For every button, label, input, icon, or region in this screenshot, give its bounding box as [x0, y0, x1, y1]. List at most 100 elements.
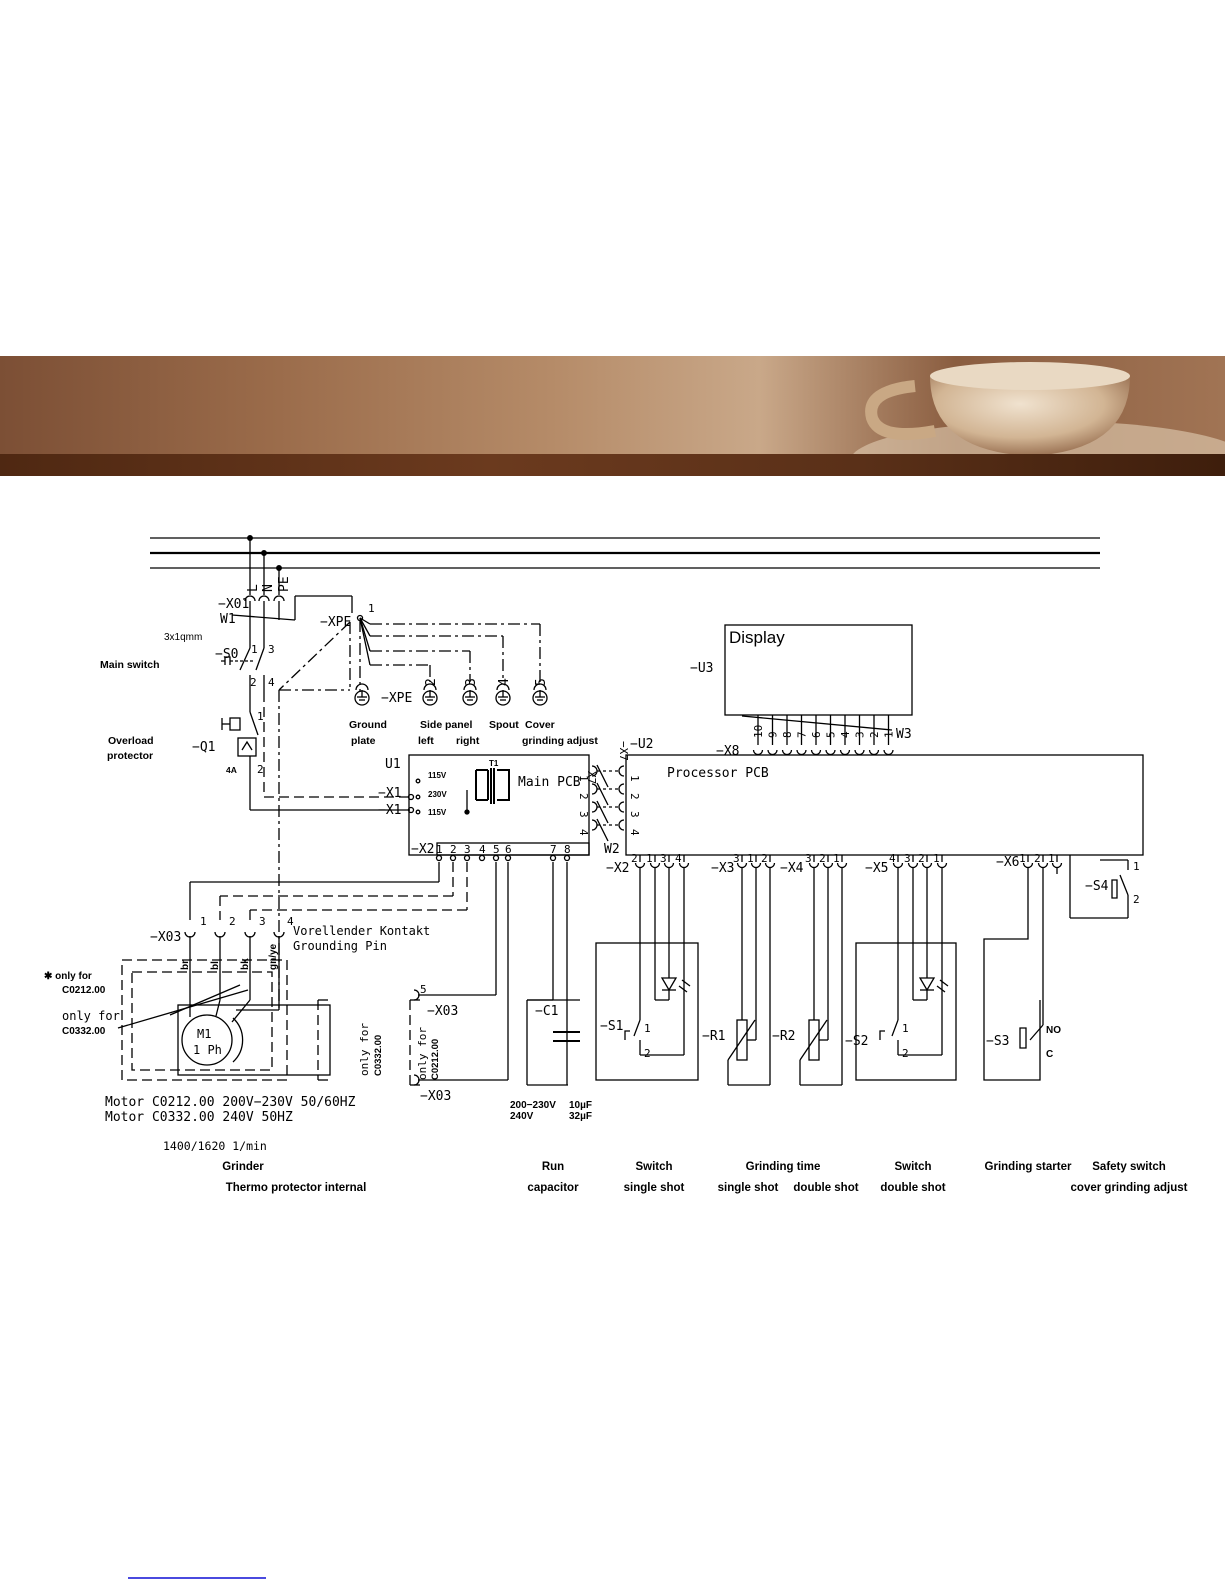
label-overload: Overload: [108, 735, 154, 747]
wire-br: br: [180, 960, 191, 970]
proc-pin-label: 2: [819, 852, 826, 865]
overload-protector-q1: [221, 711, 410, 811]
proc-pin-label: 2: [1034, 852, 1041, 865]
label-pe: PE: [277, 576, 292, 592]
main-pin-label: 6: [505, 843, 512, 856]
caption-grinding-starter: Grinding starter: [985, 1161, 1072, 1173]
label-w2: W2: [604, 842, 620, 857]
wire-bk: bk: [240, 958, 251, 970]
caption-double-shot1: double shot: [793, 1182, 858, 1194]
label-4a: 4A: [226, 765, 237, 775]
x03-pin1: 1: [200, 915, 207, 928]
label-w3: W3: [896, 727, 912, 742]
display-u3: [724, 624, 913, 731]
label-r1: −R1: [702, 1029, 725, 1044]
s2-pin1: 1: [902, 1022, 909, 1035]
label-x01: −X01: [218, 597, 249, 612]
s3-no: NO: [1046, 1025, 1061, 1036]
x03-pin5: 5: [420, 983, 427, 996]
main-pcb-title: Main PCB: [518, 775, 581, 790]
neutral-wire: [263, 692, 410, 798]
x1-terminals: [407, 778, 421, 815]
switch-s4: [1069, 855, 1129, 919]
display-pin-label: 5: [825, 731, 838, 738]
main-pin-label: 8: [564, 843, 571, 856]
caption-run: Run: [542, 1161, 564, 1173]
label-cable: 3x1qmm: [164, 632, 202, 643]
label-x3: −X3: [711, 861, 734, 876]
switch-s1: [595, 874, 699, 1081]
label-t1: T1: [489, 759, 499, 768]
label-n: N: [261, 584, 276, 592]
label-s3: −S3: [986, 1034, 1009, 1049]
processor-pcb-u2: [625, 754, 1144, 856]
footer-link-underline[interactable]: [128, 1577, 266, 1579]
label-s2: −S2: [845, 1034, 868, 1049]
label-x1b: −X1: [378, 803, 401, 818]
x03-plug-arcs: [413, 989, 420, 1086]
caption-grinder: Grinder: [222, 1161, 264, 1173]
label-x7: X7: [585, 771, 598, 784]
main-pin-label: 3: [464, 843, 471, 856]
proc-pin-label: 3: [904, 852, 911, 865]
s3-c: C: [1046, 1049, 1053, 1060]
label-box1: only for: [358, 1023, 371, 1076]
proc-pin-label: 3: [660, 852, 667, 865]
label-c0332-left: C0332.00: [62, 1026, 106, 1037]
label-1ph: 1 Ph: [193, 1043, 222, 1057]
label-s1: −S1: [600, 1019, 623, 1034]
x03-pin3: 3: [259, 915, 266, 928]
proc-pin-label: 2: [918, 852, 925, 865]
ground-num-3: 4: [497, 678, 512, 686]
proc-pin-label: 1: [646, 852, 653, 865]
label-x7b: −X7: [617, 741, 630, 761]
motor-rpm: 1400/1620 1/min: [163, 1139, 267, 1153]
caption-single-shot1: single shot: [624, 1182, 685, 1194]
proc-pin-label: 1: [1019, 852, 1026, 865]
wire-gnye: gn/ye: [268, 943, 279, 970]
proc-pin-label: 1: [833, 852, 840, 865]
caption-double-shot2: double shot: [880, 1182, 945, 1194]
pe-wiring: [278, 595, 541, 1010]
proc-pin-label: 3: [733, 852, 740, 865]
label-main-switch: Main switch: [100, 659, 160, 671]
proc-pin-label: 4: [675, 852, 682, 865]
display-pin-label: 4: [839, 731, 852, 738]
display-pin-label: 7: [796, 731, 809, 738]
ground-label: panel: [445, 719, 473, 731]
main-pin-label: 2: [450, 843, 457, 856]
ground-symbol: [354, 683, 370, 706]
cap-c2: 32µF: [569, 1111, 592, 1122]
x7-pin-a: 3: [577, 811, 590, 818]
label-only-for-star: ✱ only for: [44, 971, 92, 982]
q1-pin2: 2: [257, 763, 264, 776]
caption-single-shot2: single shot: [718, 1182, 779, 1194]
s1-pin1: 1: [644, 1022, 651, 1035]
display-pin-label: 3: [854, 731, 867, 738]
ground-num-2: 3: [464, 678, 479, 686]
proc-pin-label: 4: [889, 852, 896, 865]
label-m1: M1: [197, 1027, 211, 1041]
main-pin-label: 1: [436, 843, 443, 856]
label-x5: −X5: [865, 861, 888, 876]
label-x8: −X8: [716, 744, 739, 759]
label-x1a: −X1: [378, 786, 401, 801]
cap-c1: 10µF: [569, 1100, 592, 1111]
main-pin-label: 5: [493, 843, 500, 856]
caption-safety-switch: Safety switch: [1092, 1161, 1166, 1173]
label-x03-b: −X03: [420, 1089, 451, 1104]
label-q1: −Q1: [192, 740, 215, 755]
label-r2: −R2: [772, 1029, 795, 1044]
banner-stripe: [0, 454, 1225, 476]
label-x6: −X6: [996, 855, 1019, 870]
x7-pin-a: 1: [577, 775, 590, 782]
label-x03-a: −X03: [427, 1004, 458, 1019]
label-s0: −S0: [215, 647, 238, 662]
ground-label: Ground: [349, 719, 387, 731]
x03-pin2: 2: [229, 915, 236, 928]
ground-symbol: [532, 683, 548, 706]
label-u1: U1: [385, 757, 401, 772]
